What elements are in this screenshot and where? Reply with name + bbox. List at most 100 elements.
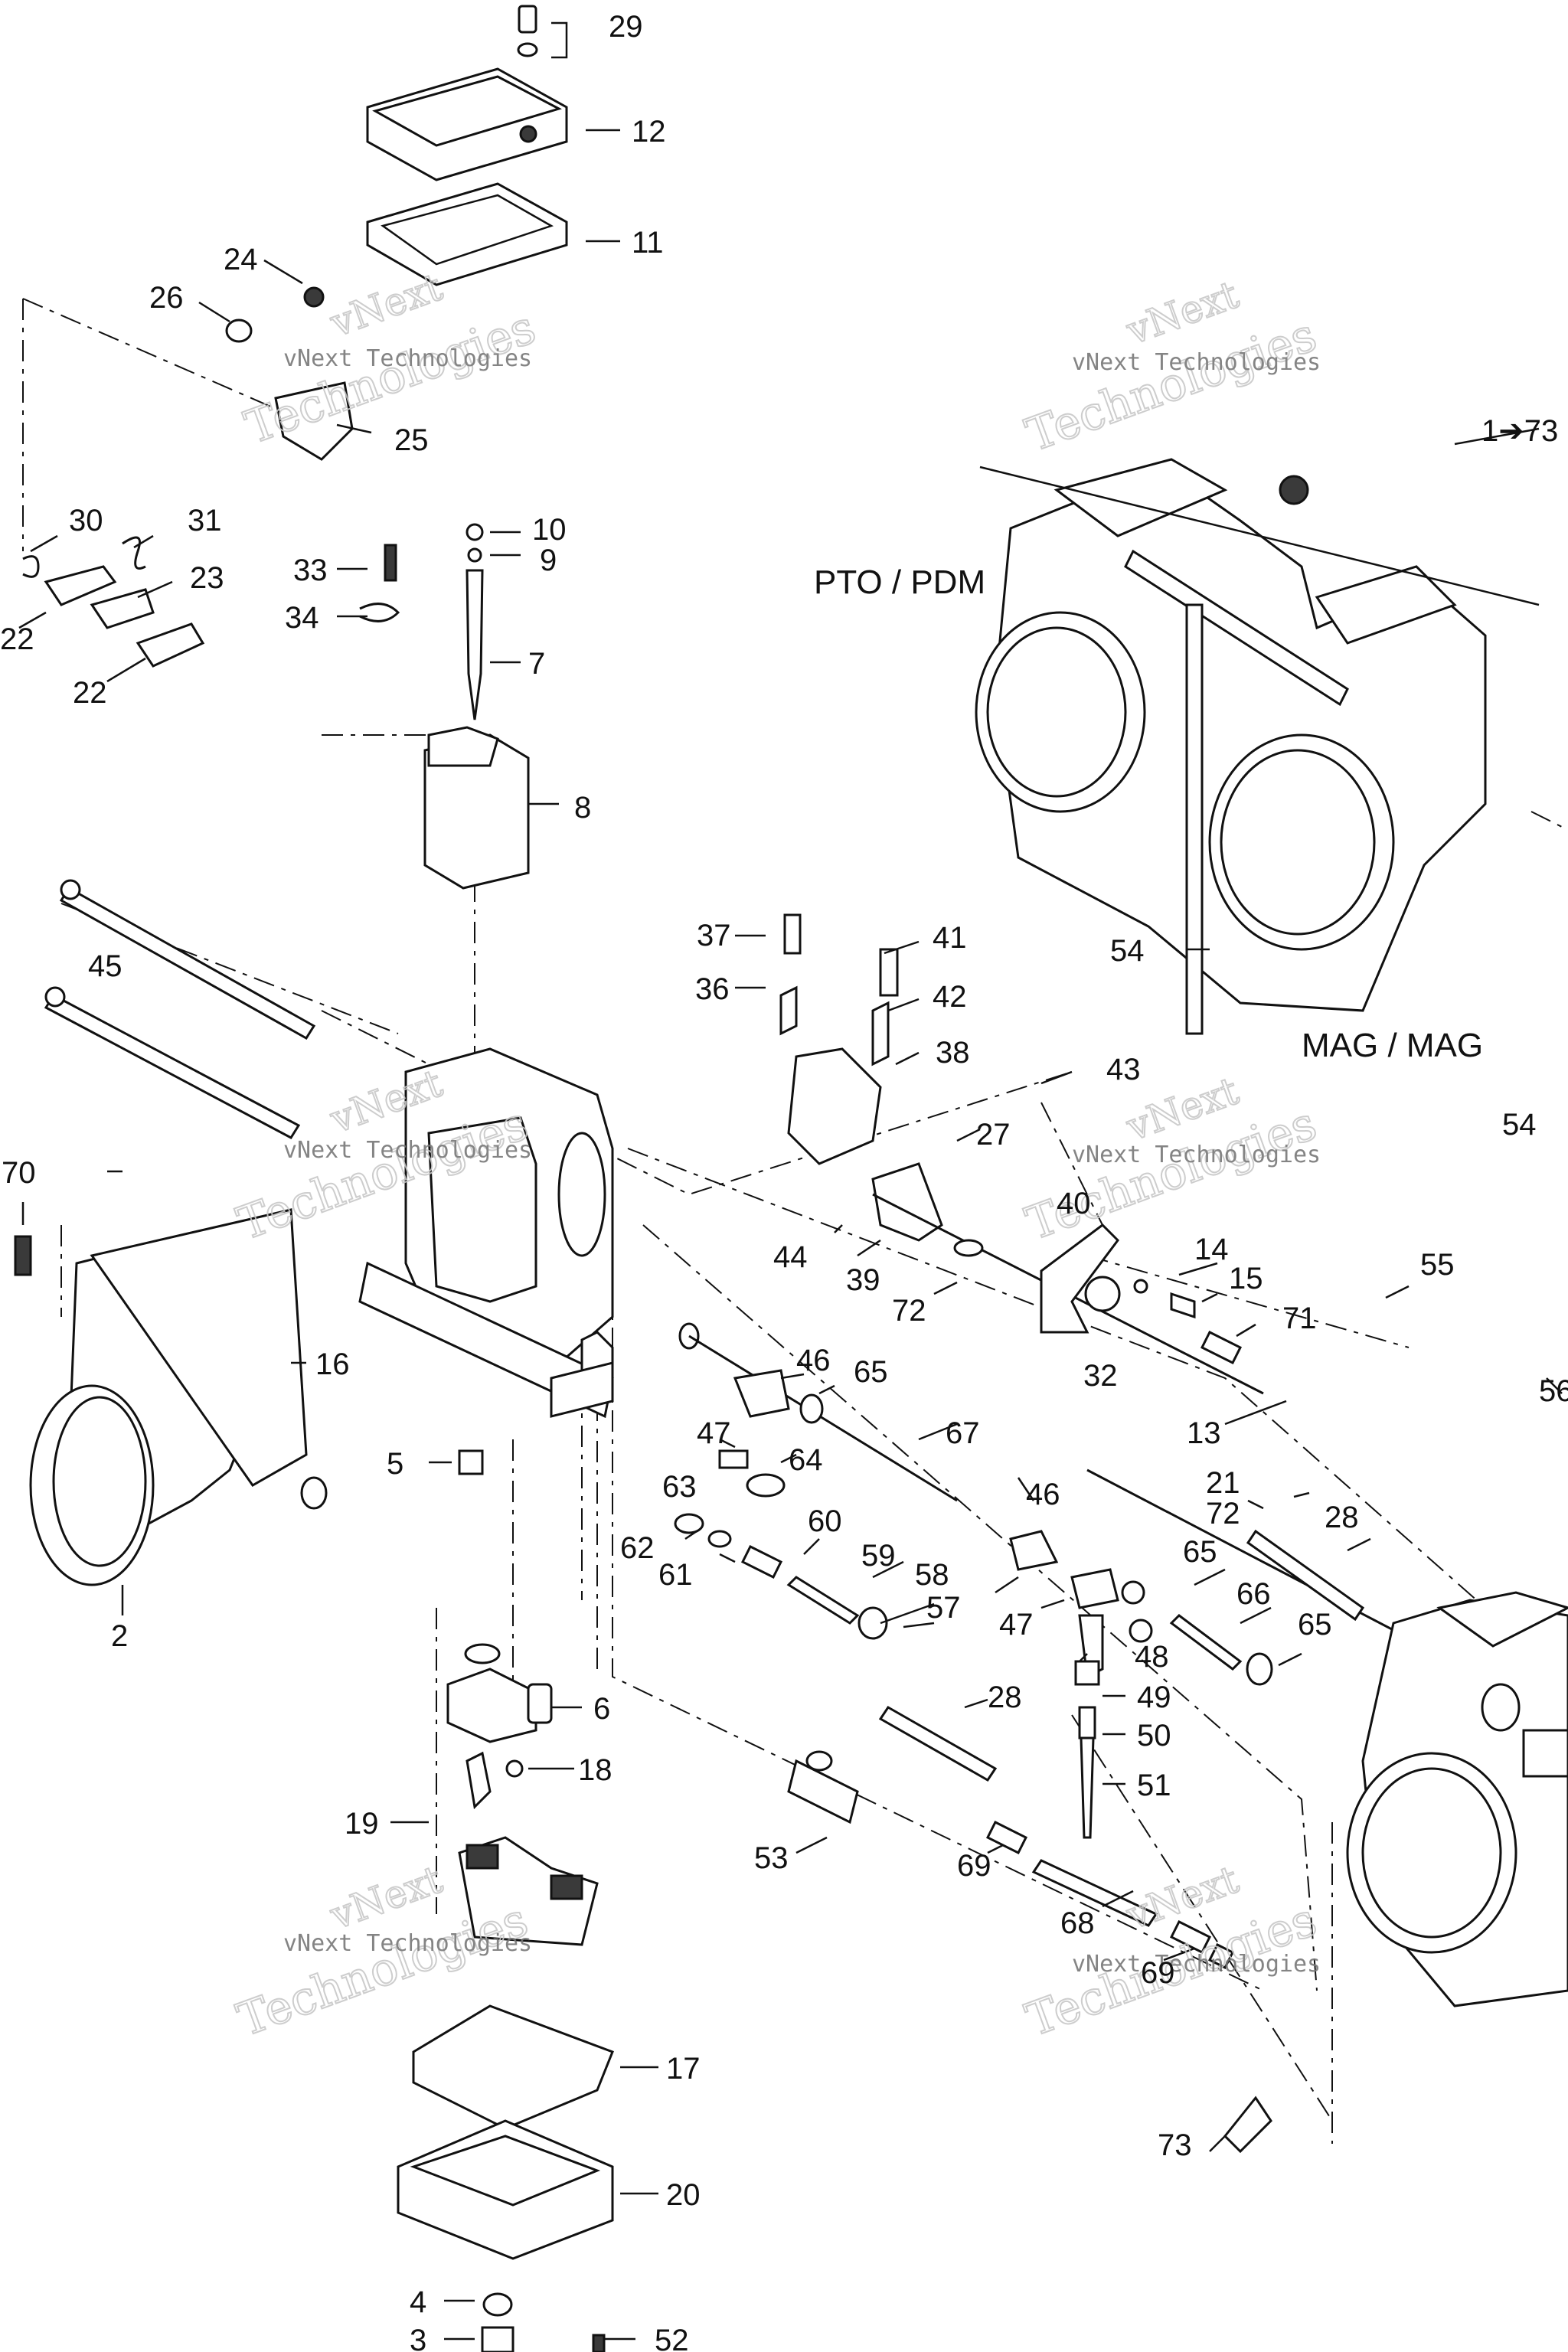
callout: 18 xyxy=(578,1753,612,1787)
callout: 41 xyxy=(933,921,967,955)
callout: 73 xyxy=(1158,2128,1192,2162)
callout: 33 xyxy=(293,554,328,587)
link-plates xyxy=(22,536,205,668)
fuel-fittings xyxy=(787,1529,1365,2154)
callout: 34 xyxy=(285,601,319,635)
callout: 14 xyxy=(1194,1233,1229,1266)
cover-screw xyxy=(517,5,538,57)
watermark-6-text: vNext Technologies xyxy=(1072,1951,1321,1978)
callout: 45 xyxy=(88,949,122,983)
callout: 46 xyxy=(796,1344,831,1377)
callout: 70 xyxy=(2,1156,36,1190)
callout: 10 xyxy=(532,513,567,547)
callout: 47 xyxy=(999,1608,1034,1642)
callout: 9 xyxy=(540,544,557,577)
callout: 3 xyxy=(410,2324,426,2352)
callout: 46 xyxy=(1026,1478,1060,1511)
callout: 19 xyxy=(345,1807,379,1841)
callout: 68 xyxy=(1060,1906,1095,1940)
watermark-5-text: vNext Technologies xyxy=(283,1930,532,1957)
callout: 4 xyxy=(410,2285,426,2319)
callout: 28 xyxy=(1325,1501,1359,1534)
callout: 65 xyxy=(1298,1608,1332,1642)
callout: 47 xyxy=(697,1416,731,1450)
callout: 72 xyxy=(1206,1497,1240,1530)
callout: 27 xyxy=(976,1118,1011,1152)
watermark-2-text: vNext Technologies xyxy=(1072,349,1321,376)
callout: 1➔73 xyxy=(1481,414,1558,448)
callout: 32 xyxy=(1083,1359,1118,1393)
callout: 69 xyxy=(957,1849,991,1883)
callout: 58 xyxy=(915,1558,949,1592)
long-bolts xyxy=(44,879,316,1139)
throttle-slide xyxy=(359,523,530,890)
throttle-lever-assembly xyxy=(779,913,1264,1395)
callout: 56 xyxy=(1539,1374,1568,1408)
float-chamber-cover xyxy=(366,67,568,181)
watermark-1-text: vNext Technologies xyxy=(283,345,532,372)
watermark-4-text: vNext Technologies xyxy=(1072,1142,1321,1168)
callout: 2 xyxy=(111,1619,128,1653)
callout: 30 xyxy=(69,504,103,537)
callout: 65 xyxy=(1183,1535,1217,1569)
callout: 49 xyxy=(1137,1681,1171,1714)
throttle-cam xyxy=(953,1223,1243,1365)
callout: 40 xyxy=(1057,1187,1091,1220)
callout: 26 xyxy=(149,281,184,315)
callout: 59 xyxy=(861,1539,896,1573)
callout: 16 xyxy=(315,1348,350,1381)
carburetor-body xyxy=(358,1047,614,1419)
float-bowl-gasket xyxy=(412,2004,614,2130)
cover-gasket xyxy=(366,182,568,286)
group-label-pto: PTO / PDM xyxy=(814,564,985,601)
float-bowl xyxy=(397,2119,614,2352)
callout: 25 xyxy=(394,423,429,457)
choke-shaft-assembly xyxy=(674,1322,1425,1839)
callout: 57 xyxy=(926,1591,961,1625)
callout: 55 xyxy=(1420,1248,1455,1282)
callout: 67 xyxy=(946,1416,980,1450)
callout: 6 xyxy=(593,1692,610,1726)
callout: 12 xyxy=(632,115,666,149)
callout: 51 xyxy=(1137,1769,1171,1802)
callout: 52 xyxy=(655,2324,689,2352)
callout: 62 xyxy=(620,1531,655,1565)
callout: 22 xyxy=(0,622,34,656)
callout: 21 xyxy=(1206,1466,1240,1500)
callout: 23 xyxy=(190,561,224,595)
callout: 22 xyxy=(73,676,107,710)
callout: 61 xyxy=(658,1558,693,1592)
leader-lines xyxy=(18,21,1563,2341)
callout: 44 xyxy=(773,1240,808,1274)
callout: 28 xyxy=(988,1681,1022,1714)
callout: 71 xyxy=(1282,1302,1317,1335)
group-label-mag: MAG / MAG xyxy=(1302,1027,1483,1064)
callout: 17 xyxy=(666,2052,701,2086)
callout: 24 xyxy=(224,243,258,276)
callout: 15 xyxy=(1229,1262,1263,1295)
second-carburetor-assembly xyxy=(1346,1591,1568,2007)
callout: 64 xyxy=(789,1443,823,1477)
callout: 31 xyxy=(188,504,222,537)
callout: 8 xyxy=(574,791,591,825)
float-assembly xyxy=(446,1449,599,1946)
callout: 50 xyxy=(1137,1719,1171,1753)
callout: 39 xyxy=(846,1263,880,1297)
callout: 37 xyxy=(697,919,731,952)
intake-flange xyxy=(14,1208,328,1586)
callout: 72 xyxy=(892,1294,926,1328)
callout: 54 xyxy=(1502,1108,1537,1142)
callout: 29 xyxy=(609,10,643,44)
callout: 11 xyxy=(632,226,664,260)
lever-bracket xyxy=(225,286,354,461)
callout: 42 xyxy=(933,980,967,1014)
callout-numbers: 29 12 11 24 26 25 1➔73 30 31 23 22 22 33… xyxy=(0,10,1568,2352)
callout: 48 xyxy=(1135,1640,1169,1674)
callout: 60 xyxy=(808,1504,842,1538)
callout: 69 xyxy=(1141,1956,1175,1990)
callout: 13 xyxy=(1187,1416,1221,1450)
callout: 53 xyxy=(754,1841,789,1875)
callout: 36 xyxy=(695,972,730,1006)
callout: 20 xyxy=(666,2178,701,2212)
